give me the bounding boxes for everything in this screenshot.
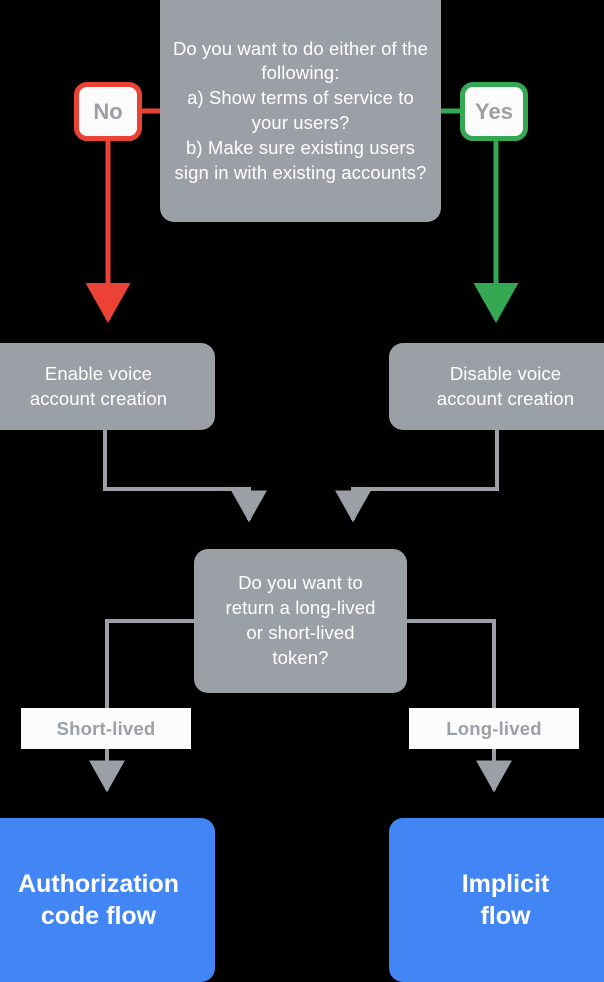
node-authorization-code-flow[interactable]: Authorization code flow (0, 818, 215, 982)
node-question-token-lifetime: Do you want to return a long-lived or sh… (194, 549, 407, 693)
edge-disable-to-question-token (335, 430, 499, 523)
node-implicit-flow[interactable]: Implicit flow (389, 818, 604, 982)
node-question-top: Do you want to do either of the followin… (160, 0, 441, 222)
edge-enable-to-question-token (103, 430, 267, 523)
edge-question-token-to-implicit (407, 619, 512, 793)
edge-label-short-lived: Short-lived (21, 708, 191, 749)
decision-pill-no[interactable]: No (74, 82, 142, 141)
node-disable-voice-account-creation: Disable voice account creation (389, 343, 604, 430)
edge-question-token-to-authorization (89, 619, 194, 793)
edge-label-long-lived: Long-lived (409, 708, 579, 749)
decision-pill-yes[interactable]: Yes (460, 82, 528, 141)
node-enable-voice-account-creation: Enable voice account creation (0, 343, 215, 430)
